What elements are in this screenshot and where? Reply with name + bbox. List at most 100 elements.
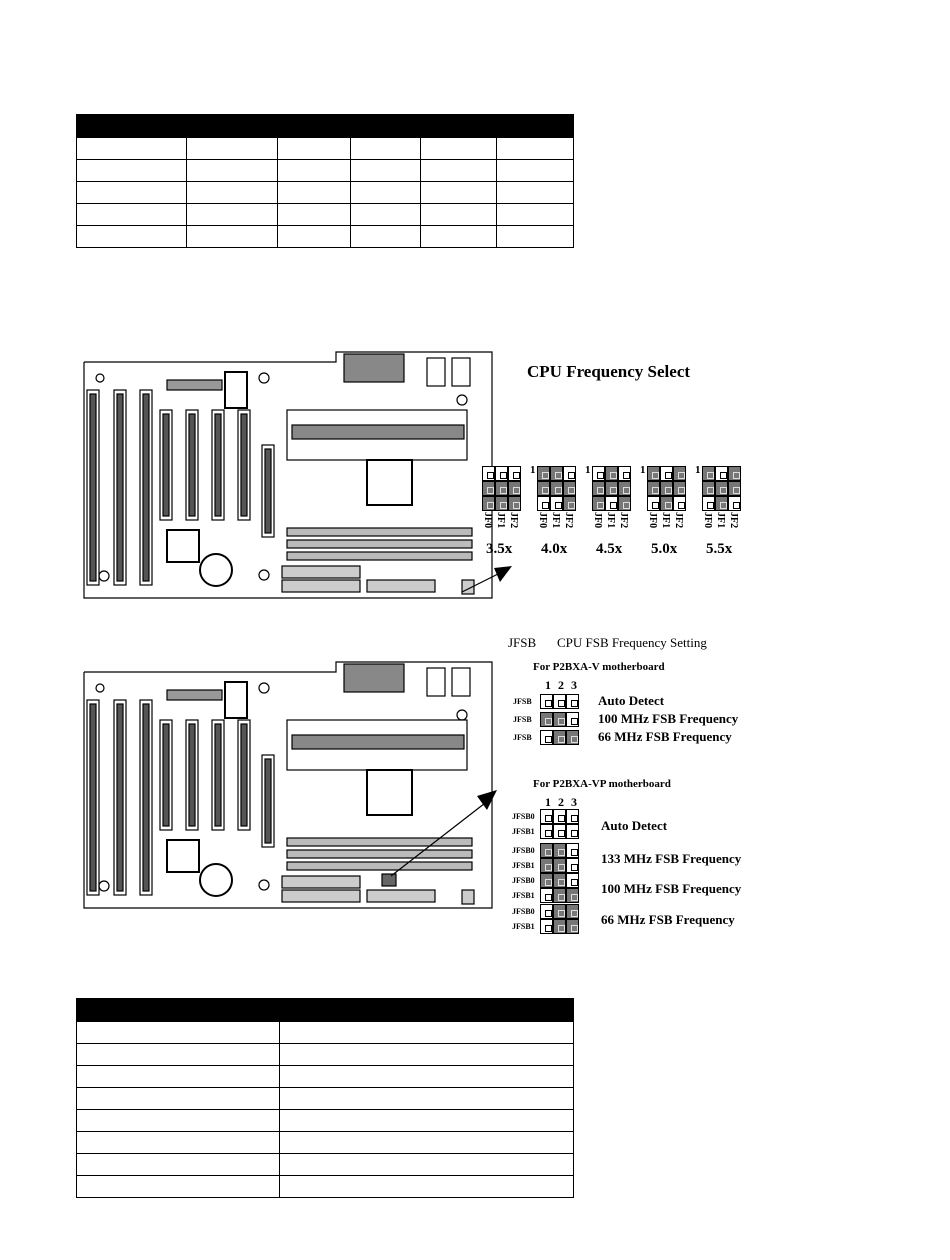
option-label: 100 MHz FSB Frequency bbox=[601, 881, 742, 896]
jumper-pin bbox=[673, 466, 686, 481]
pin-dot bbox=[664, 501, 672, 509]
jumper-pin bbox=[550, 481, 563, 496]
jumper-pin bbox=[660, 481, 673, 496]
jumper-pin bbox=[728, 481, 741, 496]
pin-dot bbox=[557, 717, 565, 725]
pin-dot bbox=[567, 501, 575, 509]
jumper-name: JF2 bbox=[728, 512, 739, 529]
jumper-pin bbox=[553, 873, 566, 888]
fsb-title-text: CPU FSB Frequency Setting bbox=[557, 635, 707, 650]
jumper-pin bbox=[553, 712, 566, 727]
jumper-label: JFSB bbox=[513, 733, 532, 742]
pin-dot bbox=[677, 486, 685, 494]
table-row bbox=[76, 203, 574, 226]
pin-dot bbox=[557, 829, 565, 837]
jumper-name: JF0 bbox=[537, 512, 548, 529]
pin-dot bbox=[486, 486, 494, 494]
table-row bbox=[76, 159, 574, 182]
pin-dot bbox=[557, 699, 565, 707]
jumper-label: JFSB0 bbox=[512, 812, 535, 821]
jumper-pin bbox=[566, 824, 579, 839]
pin-number: 2 bbox=[558, 678, 564, 692]
jumper-pin bbox=[715, 466, 728, 481]
jumper-label: JFSB1 bbox=[512, 891, 535, 900]
jumper-pin bbox=[566, 843, 579, 858]
pin-dot bbox=[570, 829, 578, 837]
pin-dot bbox=[570, 878, 578, 886]
option-label: Auto Detect bbox=[601, 818, 668, 833]
jumper-pin bbox=[482, 481, 495, 496]
setting-value: 4.5x bbox=[596, 541, 623, 557]
jumper-label: JFSB0 bbox=[512, 876, 535, 885]
pointer-arrow-1 bbox=[461, 566, 512, 593]
pin-dot bbox=[570, 909, 578, 917]
pin-dot bbox=[609, 471, 617, 479]
jumper-pin bbox=[482, 466, 495, 481]
jumper-pin bbox=[566, 809, 579, 824]
pin-dot bbox=[544, 848, 552, 856]
pin-dot bbox=[596, 471, 604, 479]
pin-dot bbox=[570, 924, 578, 932]
jumper-pin bbox=[540, 843, 553, 858]
jumper-pin bbox=[553, 904, 566, 919]
jumper-pin bbox=[563, 481, 576, 496]
jumper-pin bbox=[605, 481, 618, 496]
pin-dot bbox=[622, 486, 630, 494]
option-label: 66 MHz FSB Frequency bbox=[598, 729, 732, 744]
jumper-pin bbox=[537, 466, 550, 481]
pin-dot bbox=[706, 471, 714, 479]
pin-dot bbox=[541, 471, 549, 479]
jumper-pin bbox=[566, 888, 579, 903]
pin-dot bbox=[554, 486, 562, 494]
setting-value: 3.5x bbox=[486, 541, 513, 557]
jumper-name: JF1 bbox=[550, 512, 561, 529]
pin-one-marker: 1 bbox=[530, 464, 536, 476]
jumper-label: JFSB0 bbox=[512, 846, 535, 855]
pin-dot bbox=[677, 501, 685, 509]
pin-dot bbox=[486, 471, 494, 479]
jumper-pin bbox=[563, 496, 576, 511]
pin-dot bbox=[596, 486, 604, 494]
pin-dot bbox=[596, 501, 604, 509]
pin-number: 2 bbox=[558, 795, 564, 809]
table-header-row bbox=[76, 114, 574, 138]
jumper-pin bbox=[647, 481, 660, 496]
pin-dot bbox=[541, 486, 549, 494]
pin-dot bbox=[499, 501, 507, 509]
jumper-pin bbox=[566, 730, 579, 745]
setting-value: 4.0x bbox=[541, 541, 568, 557]
pin-dot bbox=[719, 501, 727, 509]
jumper-pin bbox=[715, 496, 728, 511]
pin-dot bbox=[544, 829, 552, 837]
jumper-pin bbox=[728, 496, 741, 511]
pin-dot bbox=[732, 486, 740, 494]
jumper-pin bbox=[673, 481, 686, 496]
pin-dot bbox=[732, 501, 740, 509]
board-v-heading: For P2BXA-V motherboard bbox=[533, 661, 665, 673]
jumper-pin bbox=[495, 481, 508, 496]
jumper-name: JF2 bbox=[563, 512, 574, 529]
jumper-pin bbox=[566, 858, 579, 873]
board-vp-heading: For P2BXA-VP motherboard bbox=[533, 778, 671, 790]
table-row bbox=[76, 137, 574, 160]
pin-number: 1 bbox=[545, 678, 551, 692]
jumper-pin bbox=[540, 919, 553, 934]
jumper-pin bbox=[566, 712, 579, 727]
jumper-name: JF1 bbox=[715, 512, 726, 529]
jumper-name: JF2 bbox=[618, 512, 629, 529]
pin-dot bbox=[719, 486, 727, 494]
jumper-pin bbox=[702, 481, 715, 496]
pointer-arrow-2 bbox=[390, 790, 497, 877]
jumper-pin bbox=[553, 809, 566, 824]
pin-dot bbox=[544, 909, 552, 917]
jumper-pin bbox=[540, 712, 553, 727]
jumper-name: JF1 bbox=[660, 512, 671, 529]
jumper-pin bbox=[553, 858, 566, 873]
jumper-pin bbox=[508, 481, 521, 496]
jumper-pin bbox=[540, 873, 553, 888]
pin-dot bbox=[570, 893, 578, 901]
jumper-pin bbox=[540, 730, 553, 745]
jumper-pin bbox=[566, 919, 579, 934]
pin-one-marker: 1 bbox=[695, 464, 701, 476]
table-header-row bbox=[76, 998, 574, 1022]
